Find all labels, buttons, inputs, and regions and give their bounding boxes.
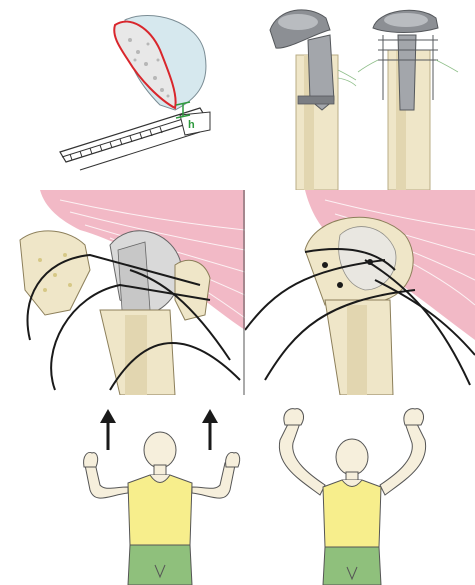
- tank-top: [128, 475, 192, 545]
- suture-passage-illustration: [0, 190, 245, 395]
- left-arm: [85, 463, 128, 498]
- head: [144, 432, 176, 468]
- cerclage-clamp-left: [298, 96, 334, 104]
- panel-b-prosthesis: [238, 0, 475, 190]
- pants: [128, 545, 192, 585]
- height-marker-label: h: [188, 119, 195, 131]
- resection-guide-illustration: h: [0, 0, 238, 190]
- head-f: [336, 439, 368, 475]
- exercise-up-illustration: [0, 395, 245, 585]
- panel-e-exercise-up: [0, 395, 245, 585]
- panel-c-suture-passage: [0, 190, 245, 395]
- right-hand: [226, 453, 240, 467]
- left-hand-overhead: [284, 409, 304, 425]
- panel-f-exercise-overhead: [245, 395, 475, 585]
- left-arm-overhead: [279, 420, 325, 495]
- right-hand-overhead: [404, 409, 424, 425]
- fixation-illustration: [245, 190, 475, 395]
- right-arm-overhead: [380, 420, 426, 495]
- right-arm: [192, 463, 235, 498]
- exercise-overhead-illustration: [245, 395, 475, 585]
- cutting-guide-ruler: [60, 108, 210, 170]
- prosthesis-illustration: [238, 0, 475, 190]
- up-arrow-left-icon: [100, 409, 116, 450]
- left-hand: [84, 453, 98, 467]
- tank-top-f: [323, 480, 381, 547]
- panel-a-resection-guide: h: [0, 0, 238, 190]
- prosthesis-stem-right: [398, 35, 416, 110]
- up-arrow-right-icon: [202, 409, 218, 450]
- panel-d-fixation: [245, 190, 475, 395]
